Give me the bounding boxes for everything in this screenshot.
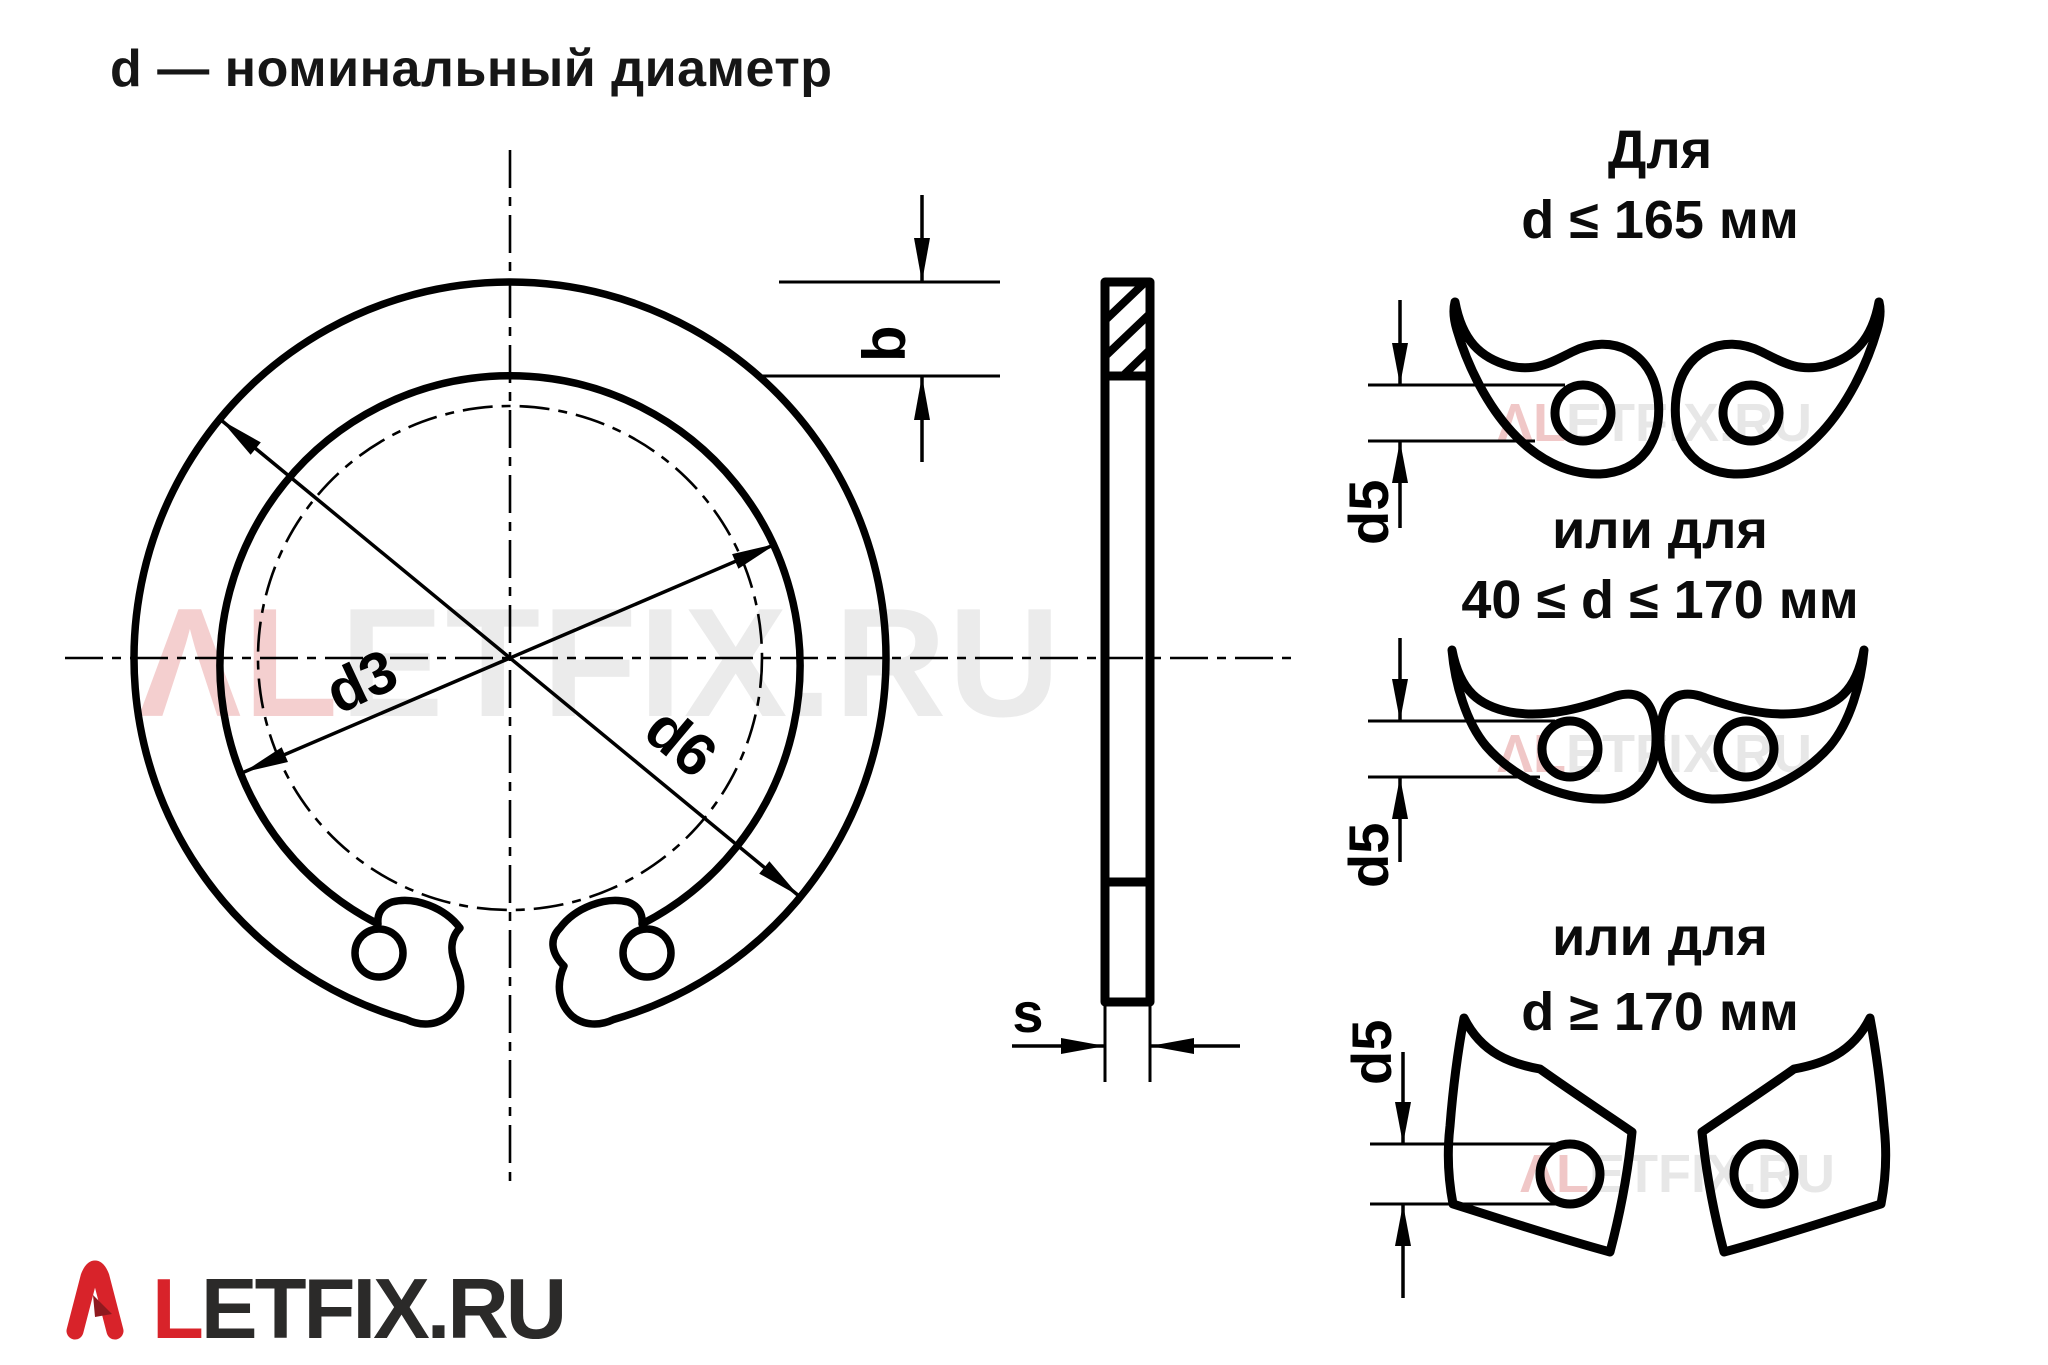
d6-arrow-upper	[221, 420, 261, 455]
front-view-ring	[130, 278, 890, 1028]
variant-1-left-hole	[1550, 380, 1616, 446]
variant-3-caption-line-2: d ≥ 170 мм	[1521, 982, 1799, 1042]
variant-1-left-lug	[1449, 297, 1664, 479]
b-arrow-down	[914, 238, 930, 282]
variant-1-right-lug	[1670, 297, 1885, 479]
d3-arrow-upper	[732, 543, 777, 569]
variant-1-caption-line-1: Для	[1608, 120, 1712, 180]
variant-3-d5-dimension: d5	[1340, 1020, 1580, 1298]
ring-outline	[130, 278, 890, 1028]
s-arrow-left	[1150, 1038, 1194, 1054]
section-view	[1100, 277, 1155, 1007]
variant-2-caption-line-2: 40 ≤ d ≤ 170 мм	[1461, 570, 1858, 630]
variant-1-right-hole	[1718, 380, 1784, 446]
b-arrow-up	[914, 376, 930, 420]
watermark-large-text: ΛLETFIX.RU	[138, 576, 1062, 749]
lug-variant-3: или для d ≥ 170 мм d5	[1340, 907, 1891, 1298]
s-dimension: s	[1012, 981, 1240, 1082]
variant-1-d5-label: d5	[1337, 480, 1400, 545]
b-dimension: b	[758, 195, 1000, 462]
lug-variant-1: Для d ≤ 165 мм d5	[1337, 120, 1885, 545]
variant-3-caption-line-1: или для	[1552, 907, 1768, 967]
logo-lambda-icon	[66, 1260, 124, 1340]
variant-2-right-hole	[1713, 716, 1779, 782]
variant-2-d5-label: d5	[1337, 823, 1400, 888]
inner-pitch-circle	[256, 404, 764, 912]
drawing-title: d — номинальный диаметр	[110, 40, 832, 98]
centerlines	[65, 150, 1295, 1190]
s-label: s	[1012, 981, 1043, 1044]
right-lug-hole	[619, 925, 675, 981]
variant-1-d5-dimension: d5	[1337, 300, 1565, 545]
logo: LETFIX.RU	[66, 1260, 567, 1357]
variant-3-right-hole	[1729, 1139, 1799, 1209]
d6-arrow-lower	[759, 861, 799, 896]
left-lug-hole	[351, 925, 407, 981]
variant-3-right-lug	[1697, 1013, 1891, 1257]
section-outline	[1100, 277, 1155, 1007]
variant-2-d5-dimension: d5	[1337, 638, 1555, 888]
watermark-large: ΛLETFIX.RU	[138, 576, 1062, 749]
lug-variant-2: или для 40 ≤ d ≤ 170 мм d5	[1337, 500, 1869, 888]
s-arrow-right	[1061, 1038, 1105, 1054]
d6-dimension-line	[219, 418, 801, 898]
variant-3-left-lug	[1443, 1013, 1637, 1257]
logo-text: LETFIX.RU	[152, 1262, 564, 1357]
logo-lambda-shadow	[93, 1295, 112, 1317]
variant-2-left-hole	[1537, 716, 1603, 782]
d3-arrow-lower	[243, 747, 288, 773]
variant-1-caption-line-2: d ≤ 165 мм	[1521, 190, 1799, 250]
variant-3-d5-label: d5	[1340, 1020, 1403, 1085]
b-label: b	[851, 325, 918, 362]
variant-2-right-lug	[1655, 645, 1869, 804]
variant-2-caption-line-1: или для	[1552, 500, 1768, 560]
